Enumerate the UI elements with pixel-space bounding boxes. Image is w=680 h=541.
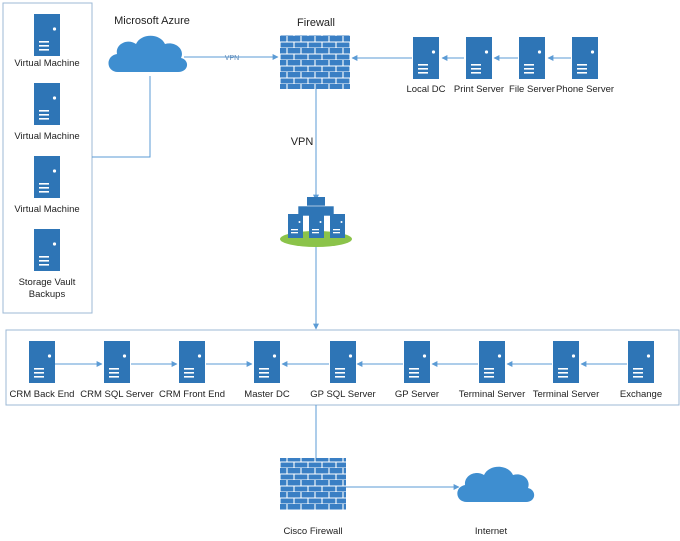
server-label: Local DC [406, 84, 445, 95]
server-icon [466, 37, 492, 79]
server-label: CRM SQL Server [80, 389, 154, 400]
vm-label-3: Virtual Machine [14, 204, 79, 215]
server-icon [29, 341, 55, 383]
storage-label-line1: Storage Vault [19, 277, 76, 288]
server-label: Phone Server [556, 84, 614, 95]
server-label: CRM Back End [10, 389, 75, 400]
server-exchange[interactable]: Exchange [620, 341, 662, 400]
azure-cloud[interactable]: Microsoft Azure [108, 15, 190, 72]
panel-to-azure-connector [92, 76, 151, 158]
server-label: File Server [509, 84, 555, 95]
firewall-icon [280, 35, 350, 89]
server-icon [628, 341, 654, 383]
server-crm-front-end[interactable]: CRM Front End [159, 341, 225, 400]
server-icon [572, 37, 598, 79]
virtual-machine-1[interactable]: Virtual Machine [14, 14, 80, 69]
server-icon [413, 37, 439, 79]
cloud-icon [457, 466, 535, 502]
storage-label-line2: Backups [29, 289, 66, 300]
server-label: GP Server [395, 389, 439, 400]
vm-label-2: Virtual Machine [14, 131, 79, 142]
server-icon [34, 156, 60, 198]
server-label: GP SQL Server [310, 389, 375, 400]
onprem-server-file[interactable]: File Server [509, 37, 555, 95]
server-terminal-2[interactable]: Terminal Server [533, 341, 600, 400]
server-cluster-hub[interactable] [280, 197, 352, 247]
server-crm-sql[interactable]: CRM SQL Server [80, 341, 154, 400]
server-gp-sql[interactable]: GP SQL Server [310, 341, 376, 400]
server-icon [330, 341, 356, 383]
server-crm-back-end[interactable]: CRM Back End [10, 341, 75, 400]
server-icon [404, 341, 430, 383]
server-icon [479, 341, 505, 383]
internet-label: Internet [475, 526, 508, 537]
azure-label: Microsoft Azure [114, 15, 190, 27]
cloud-icon [108, 35, 188, 72]
cisco-firewall-label: Cisco Firewall [283, 526, 342, 537]
server-cluster-icon [288, 197, 345, 238]
onprem-server-local-dc[interactable]: Local DC [406, 37, 446, 95]
server-terminal-1[interactable]: Terminal Server [459, 341, 526, 400]
server-label: Terminal Server [533, 389, 600, 400]
virtual-machine-2[interactable]: Virtual Machine [14, 83, 80, 142]
storage-vault-backups[interactable]: Storage Vault Backups [19, 229, 76, 300]
cisco-firewall[interactable]: Cisco Firewall [280, 458, 346, 537]
internet-cloud[interactable]: Internet [457, 466, 535, 537]
vm-label-1: Virtual Machine [14, 58, 79, 69]
server-label: Exchange [620, 389, 662, 400]
server-icon [104, 341, 130, 383]
server-icon [553, 341, 579, 383]
server-icon [34, 83, 60, 125]
onprem-server-phone[interactable]: Phone Server [556, 37, 614, 95]
server-icon [254, 341, 280, 383]
virtual-machine-3[interactable]: Virtual Machine [14, 156, 80, 215]
server-gp[interactable]: GP Server [395, 341, 439, 400]
azure-vm-panel [2, 2, 93, 314]
firewall-top-label: Firewall [297, 17, 335, 29]
vpn-label: VPN [291, 136, 314, 148]
server-label: Print Server [454, 84, 504, 95]
server-icon [34, 229, 60, 271]
server-icon [179, 341, 205, 383]
server-label: Terminal Server [459, 389, 526, 400]
datacenter-panel [5, 329, 680, 406]
vpn-small-label: VPN [225, 55, 239, 62]
server-label: Master DC [244, 389, 290, 400]
onprem-server-print[interactable]: Print Server [454, 37, 504, 95]
server-icon [519, 37, 545, 79]
server-icon [34, 14, 60, 56]
firewall-top[interactable]: Firewall [280, 17, 350, 89]
firewall-icon [280, 458, 346, 510]
server-master-dc[interactable]: Master DC [244, 341, 290, 400]
server-label: CRM Front End [159, 389, 225, 400]
